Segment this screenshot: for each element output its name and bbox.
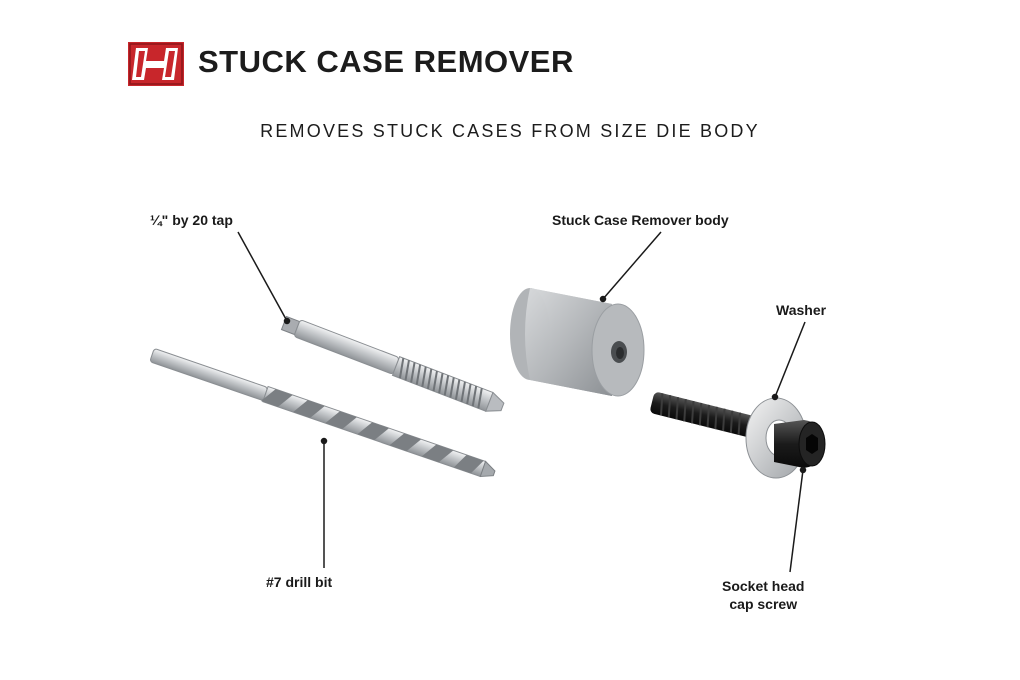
washer-label: Washer — [776, 302, 827, 318]
drill-bit-icon — [150, 348, 496, 478]
screw-leader-line — [789, 469, 804, 573]
socket-head-cap-screw-icon — [650, 392, 826, 479]
drill-bit-label: #7 drill bit — [266, 574, 333, 590]
page-title: STUCK CASE REMOVER — [198, 44, 574, 79]
body-leader-line — [602, 231, 662, 300]
tap-leader-line — [237, 231, 288, 322]
screw-head-icon — [774, 420, 826, 468]
tap-icon — [280, 315, 505, 412]
hornady-h-logo-icon — [128, 42, 184, 86]
remover-body-label: Stuck Case Remover body — [552, 212, 729, 228]
cap-screw-label-line1: Socket head — [722, 578, 805, 594]
tap-label: ¼" by 20 tap — [150, 212, 233, 228]
remover-body-icon — [510, 288, 645, 397]
page-subtitle: REMOVES STUCK CASES FROM SIZE DIE BODY — [260, 121, 760, 141]
washer-leader-line — [774, 321, 806, 398]
cap-screw-label-line2: cap screw — [729, 596, 798, 612]
cap-screw-label: Socket head cap screw — [722, 577, 804, 613]
